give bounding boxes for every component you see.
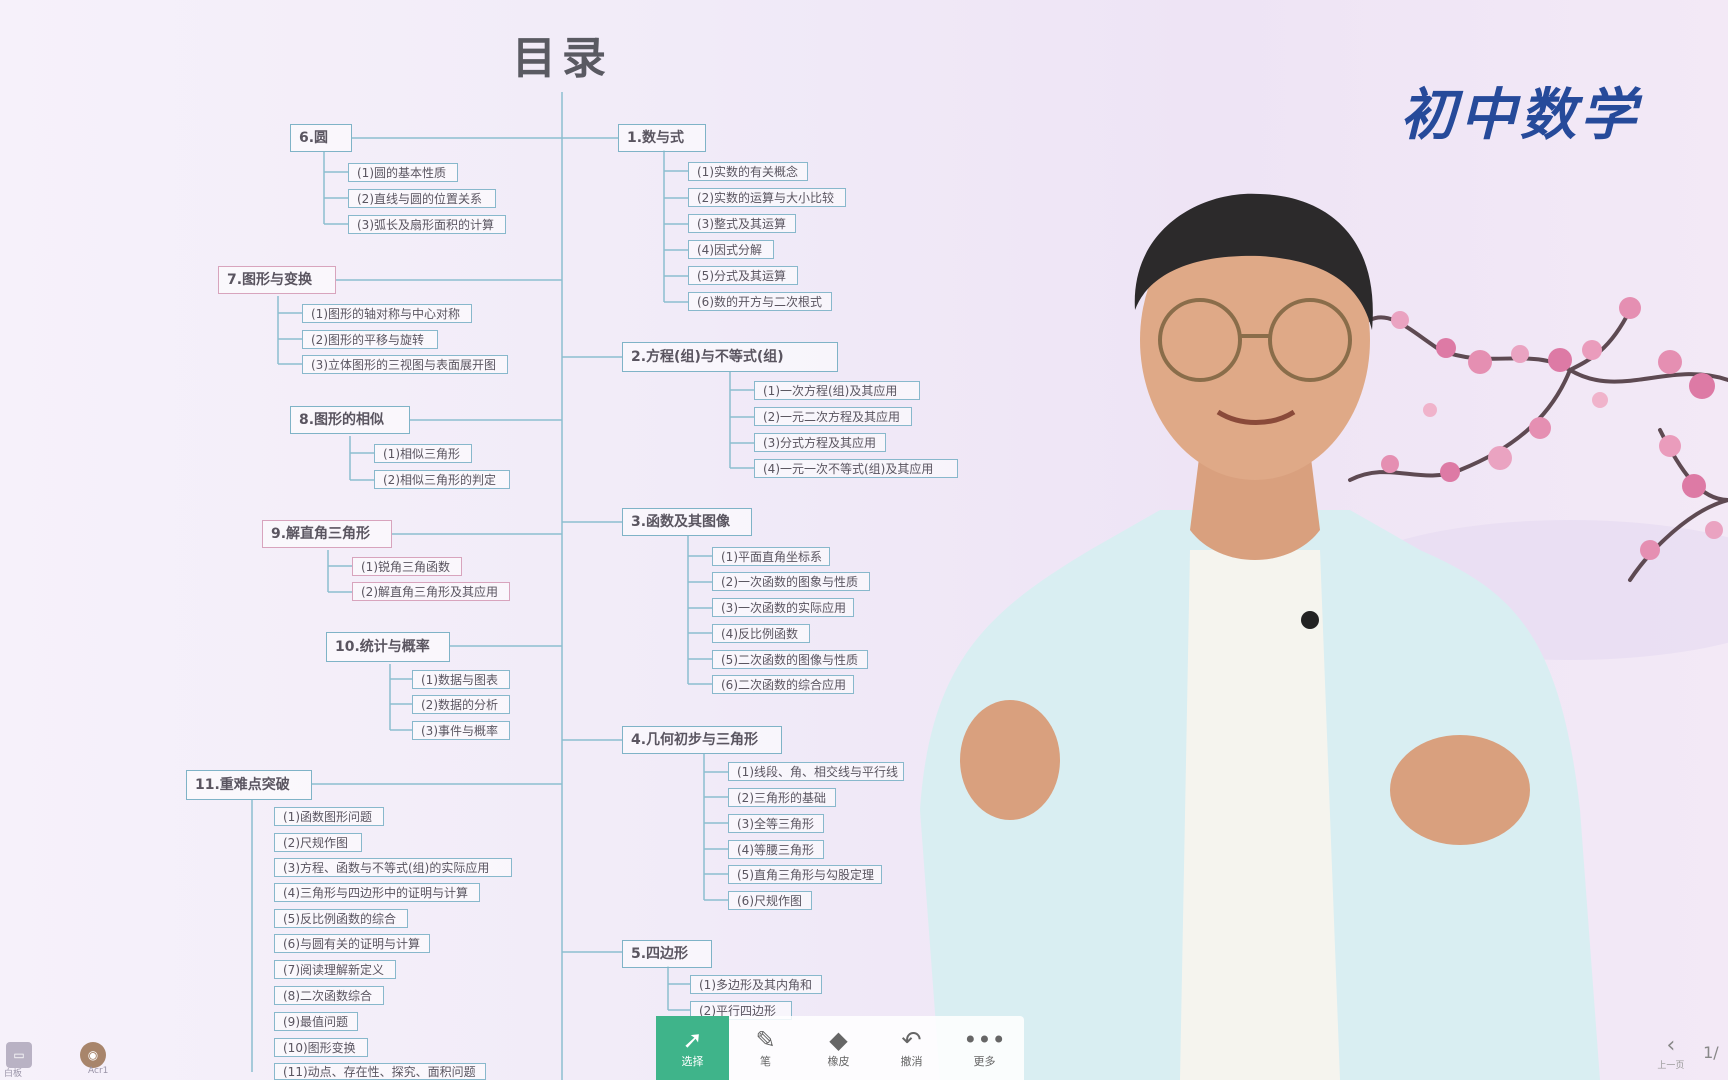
pen-icon: ✎ xyxy=(755,1026,776,1054)
pen-tool-button[interactable]: ✎ 笔 xyxy=(729,1016,802,1080)
mindmap-node-sub[interactable]: (2)解直角三角形及其应用 xyxy=(352,582,510,601)
mindmap-node-sub[interactable]: (1)函数图形问题 xyxy=(274,807,384,826)
mindmap-node-sub[interactable]: (1)一次方程(组)及其应用 xyxy=(754,381,920,400)
mindmap-node-sub[interactable]: (2)一元二次方程及其应用 xyxy=(754,407,912,426)
mindmap-node-main[interactable]: 11.重难点突破 xyxy=(186,770,312,800)
undo-icon: ↶ xyxy=(901,1026,922,1054)
whiteboard-toolbar: ➚ 选择 ✎ 笔 ◆ 橡皮 ↶ 撤消 ••• 更多 xyxy=(656,1016,1024,1080)
mindmap-node-sub[interactable]: (5)反比例函数的综合 xyxy=(274,909,408,928)
mindmap-node-sub[interactable]: (2)相似三角形的判定 xyxy=(374,470,510,489)
mindmap-node-sub[interactable]: (4)一元一次不等式(组)及其应用 xyxy=(754,459,958,478)
mindmap-node-sub[interactable]: (10)图形变换 xyxy=(274,1038,368,1057)
mindmap-node-sub[interactable]: (1)相似三角形 xyxy=(374,444,472,463)
pointer-icon: ➚ xyxy=(682,1026,703,1054)
mindmap-node-sub[interactable]: (5)二次函数的图像与性质 xyxy=(712,650,868,669)
mindmap-node-main[interactable]: 4.几何初步与三角形 xyxy=(622,726,782,754)
mindmap-node-sub[interactable]: (7)阅读理解新定义 xyxy=(274,960,396,979)
mindmap-node-sub[interactable]: (6)与圆有关的证明与计算 xyxy=(274,934,430,953)
mindmap-node-sub[interactable]: (3)整式及其运算 xyxy=(688,214,796,233)
mindmap-node-sub[interactable]: (1)线段、角、相交线与平行线 xyxy=(728,762,904,781)
mindmap-node-sub[interactable]: (2)三角形的基础 xyxy=(728,788,836,807)
mindmap-node-sub[interactable]: (4)反比例函数 xyxy=(712,624,810,643)
mindmap-node-sub[interactable]: (3)立体图形的三视图与表面展开图 xyxy=(302,355,508,374)
more-button[interactable]: ••• 更多 xyxy=(948,1016,1021,1080)
mindmap-node-main[interactable]: 6.圆 xyxy=(290,124,352,152)
mindmap-node-sub[interactable]: (1)数据与图表 xyxy=(412,670,510,689)
mindmap-node-main[interactable]: 9.解直角三角形 xyxy=(262,520,392,548)
whiteboard-icon[interactable]: ▭ xyxy=(6,1042,32,1068)
select-tool-button[interactable]: ➚ 选择 xyxy=(656,1016,729,1080)
mindmap-node-sub[interactable]: (6)二次函数的综合应用 xyxy=(712,675,854,694)
prev-page-button[interactable]: ‹ 上一页 xyxy=(1657,1033,1684,1071)
page-navigator: ‹ 上一页 1/ xyxy=(1648,1024,1728,1080)
mindmap-node-sub[interactable]: (3)全等三角形 xyxy=(728,814,824,833)
mindmap-node-sub[interactable]: (6)数的开方与二次根式 xyxy=(688,292,832,311)
mindmap-node-sub[interactable]: (1)多边形及其内角和 xyxy=(690,975,822,994)
tool-label: 更多 xyxy=(973,1055,996,1068)
eraser-tool-button[interactable]: ◆ 橡皮 xyxy=(802,1016,875,1080)
mindmap-node-sub[interactable]: (3)方程、函数与不等式(组)的实际应用 xyxy=(274,858,512,877)
corner-label-whiteboard: 白板 xyxy=(4,1069,23,1079)
mindmap-node-sub[interactable]: (5)直角三角形与勾股定理 xyxy=(728,865,882,884)
prev-page-label: 上一页 xyxy=(1657,1061,1685,1071)
mindmap-node-sub[interactable]: (4)三角形与四边形中的证明与计算 xyxy=(274,883,480,902)
mindmap-node-sub[interactable]: (1)图形的轴对称与中心对称 xyxy=(302,304,472,323)
mindmap-node-sub[interactable]: (1)平面直角坐标系 xyxy=(712,547,830,566)
mindmap-node-sub[interactable]: (8)二次函数综合 xyxy=(274,986,384,1005)
page-indicator: 1/ xyxy=(1703,1042,1719,1062)
more-icon: ••• xyxy=(963,1026,1006,1054)
mindmap-node-main[interactable]: 8.图形的相似 xyxy=(290,406,410,434)
corner-label-account: Acr1 xyxy=(88,1066,109,1076)
tool-label: 笔 xyxy=(760,1055,771,1068)
avatar[interactable]: ◉ xyxy=(80,1042,106,1068)
chevron-left-icon: ‹ xyxy=(1666,1033,1676,1058)
mindmap-node-sub[interactable]: (5)分式及其运算 xyxy=(688,266,798,285)
mindmap-node-sub[interactable]: (3)事件与概率 xyxy=(412,721,510,740)
mindmap-node-sub[interactable]: (1)圆的基本性质 xyxy=(348,163,458,182)
mindmap-node-sub[interactable]: (3)分式方程及其应用 xyxy=(754,433,886,452)
teacher-video-overlay xyxy=(920,193,1600,1080)
mindmap-node-sub[interactable]: (4)等腰三角形 xyxy=(728,840,824,859)
mindmap-node-sub[interactable]: (2)尺规作图 xyxy=(274,833,362,852)
tool-label: 撤消 xyxy=(900,1055,923,1068)
mindmap-node-main[interactable]: 3.函数及其图像 xyxy=(622,508,752,536)
mindmap-node-main[interactable]: 2.方程(组)与不等式(组) xyxy=(622,342,838,372)
mindmap-node-sub[interactable]: (3)一次函数的实际应用 xyxy=(712,598,854,617)
mindmap-node-sub[interactable]: (3)弧长及扇形面积的计算 xyxy=(348,215,506,234)
mindmap-node-sub[interactable]: (2)直线与圆的位置关系 xyxy=(348,189,496,208)
tool-label: 橡皮 xyxy=(827,1055,850,1068)
mindmap-node-sub[interactable]: (2)图形的平移与旋转 xyxy=(302,330,438,349)
mindmap-node-main[interactable]: 10.统计与概率 xyxy=(326,632,450,662)
eraser-icon: ◆ xyxy=(829,1026,848,1054)
mindmap-node-sub[interactable]: (1)锐角三角函数 xyxy=(352,557,462,576)
mindmap-node-main[interactable]: 1.数与式 xyxy=(618,124,706,152)
mindmap-node-sub[interactable]: (6)尺规作图 xyxy=(728,891,812,910)
corner-controls: ▭ ◉ xyxy=(0,1030,140,1080)
mindmap-node-main[interactable]: 5.四边形 xyxy=(622,940,712,968)
brand-title: 初中数学 xyxy=(1400,82,1640,148)
mindmap-node-sub[interactable]: (1)实数的有关概念 xyxy=(688,162,808,181)
mindmap-node-sub[interactable]: (2)数据的分析 xyxy=(412,695,510,714)
tool-label: 选择 xyxy=(681,1055,704,1068)
mindmap-node-sub[interactable]: (11)动点、存在性、探究、面积问题 xyxy=(274,1063,486,1080)
mindmap-node-sub[interactable]: (4)因式分解 xyxy=(688,240,774,259)
mindmap-node-sub[interactable]: (2)一次函数的图象与性质 xyxy=(712,572,870,591)
mindmap-node-sub[interactable]: (9)最值问题 xyxy=(274,1012,358,1031)
mindmap-node-main[interactable]: 7.图形与变换 xyxy=(218,266,336,294)
mindmap-node-sub[interactable]: (2)实数的运算与大小比较 xyxy=(688,188,846,207)
undo-button[interactable]: ↶ 撤消 xyxy=(875,1016,948,1080)
slide-title: 目录 xyxy=(512,33,612,84)
